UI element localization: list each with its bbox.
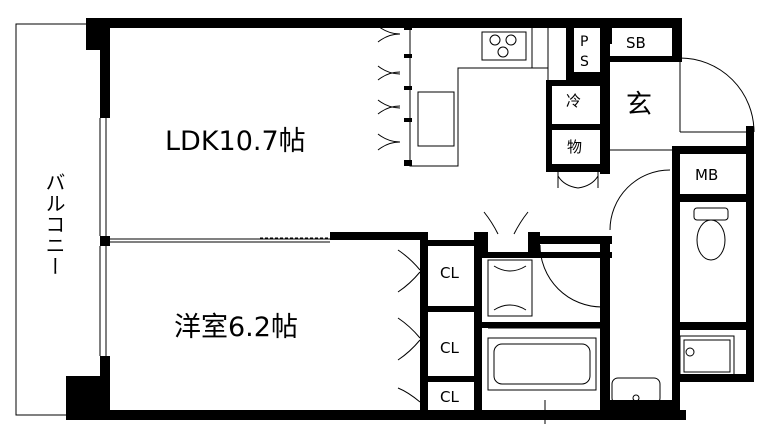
wall [420, 240, 480, 246]
room-label-meter-box: MB [695, 166, 719, 184]
wall [482, 322, 600, 328]
wall [746, 146, 754, 382]
wall [604, 24, 612, 44]
wall [100, 236, 110, 246]
heater-knob [685, 347, 695, 357]
bathtub-inner [493, 343, 591, 385]
wall [672, 146, 754, 154]
wall [672, 374, 754, 382]
wall [528, 232, 540, 252]
room-label-balcony: バルコニー [42, 172, 66, 277]
stove [481, 31, 527, 61]
wall [482, 252, 612, 258]
wall [610, 56, 680, 62]
storage-door [557, 175, 599, 189]
balcony-outline [15, 23, 86, 416]
wall [566, 24, 574, 80]
wall [672, 194, 754, 202]
room-label-closet-3: CL [440, 388, 459, 406]
wall [100, 24, 110, 118]
burner [497, 46, 509, 58]
burner [489, 34, 501, 46]
wall [540, 236, 612, 244]
room-label-western: 洋室6.2帖 [174, 312, 298, 343]
room-label-pipe-space: PS [580, 34, 589, 70]
room-label-shoe-box: SB [626, 34, 646, 52]
wall [672, 322, 754, 330]
entrance-door [679, 57, 755, 133]
wall [672, 18, 682, 62]
wall [420, 240, 428, 410]
toilet-door [609, 169, 671, 231]
wall [66, 410, 686, 420]
washstand [493, 265, 527, 311]
wall [546, 124, 610, 130]
wall [404, 118, 412, 122]
closet-door [397, 249, 421, 403]
wall [672, 146, 680, 382]
wall [566, 72, 610, 80]
washing-machine-pan [487, 259, 533, 317]
wall [746, 126, 754, 154]
wall [404, 26, 412, 30]
wall [404, 54, 412, 58]
room-label-fridge: 冷 [566, 92, 582, 110]
wall [672, 374, 680, 420]
wall [420, 306, 480, 312]
hall-door [483, 211, 529, 235]
toilet-tank [693, 207, 729, 221]
burner [505, 34, 517, 46]
kitchen-counter [409, 26, 533, 167]
wall [600, 400, 678, 420]
wall [546, 80, 606, 86]
room-label-closet-1: CL [440, 264, 459, 282]
room-label-closet-2: CL [440, 339, 459, 357]
water-heater-inner [683, 339, 731, 373]
wall [86, 18, 682, 28]
wall [404, 160, 412, 166]
wall [546, 164, 610, 172]
bathtub [487, 337, 597, 391]
wall [600, 24, 610, 174]
wall [404, 86, 412, 90]
kitchen-sink [417, 91, 455, 147]
wall [600, 236, 610, 410]
room-label-entrance: 玄 [626, 90, 653, 120]
wall [474, 240, 482, 418]
cabinet-door [377, 25, 401, 151]
wall [420, 376, 480, 382]
wall [330, 232, 428, 240]
toilet-bowl [696, 219, 726, 261]
room-label-ldk: LDK10.7帖 [165, 126, 306, 157]
wall [474, 232, 488, 252]
room-label-storage: 物 [567, 138, 583, 156]
